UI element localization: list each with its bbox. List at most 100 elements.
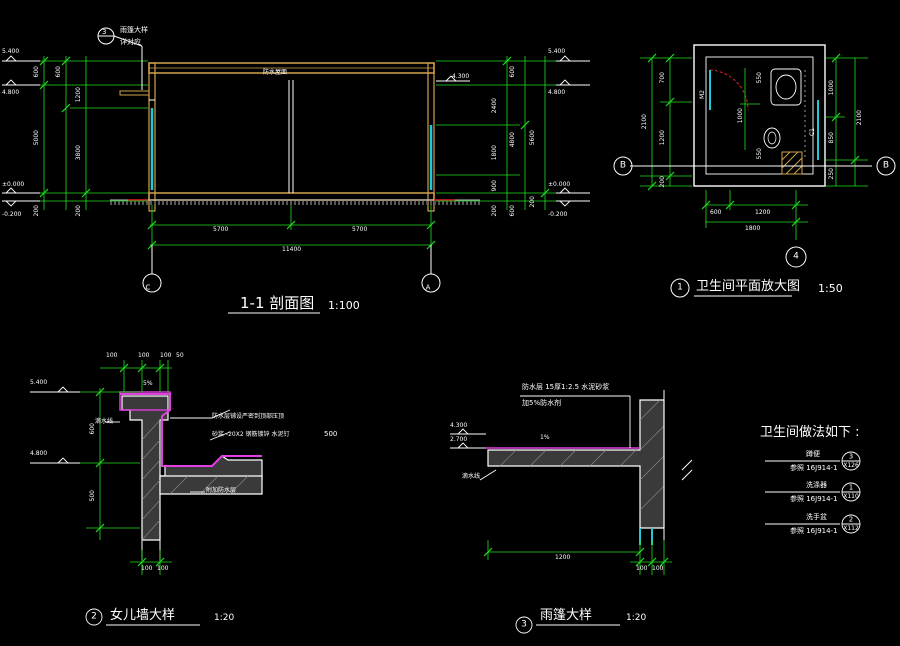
toilet-plan-drawing xyxy=(613,44,896,298)
plan-dim-bottom-1: 1200 xyxy=(755,209,771,216)
toilet-note-0-num: 3 xyxy=(848,452,854,461)
level-left-3: -0.200 xyxy=(2,211,22,218)
toilet-note-2-num: 2 xyxy=(848,515,854,524)
toilet-note-0-ref: 参照 16J914-1 xyxy=(790,464,838,472)
dim-right-inner-1: 2400 xyxy=(491,98,498,114)
axis-a: A xyxy=(425,283,431,292)
plan-axis-b-right: B xyxy=(882,160,890,171)
plan-dim-left-2: 200 xyxy=(659,176,666,188)
axis-c: C xyxy=(145,283,151,292)
dim-right-outer-3: 200 xyxy=(529,196,536,208)
parapet-top-dim-1: 100 xyxy=(138,352,150,359)
section-title: 1-1 剖面图 xyxy=(240,294,315,312)
dim-right-inner-0: 600 xyxy=(509,66,516,78)
level-right-1: 4.800 xyxy=(548,89,566,96)
dim-total: 11400 xyxy=(282,246,302,253)
dim-bottom-1: 5700 xyxy=(352,226,368,233)
dim-right-inner-2: 1800 xyxy=(491,145,498,161)
plan-window-label: C1 xyxy=(809,128,816,137)
toilet-note-1-page: X110 xyxy=(843,493,859,500)
section-callout-line2: 详对应 xyxy=(120,38,141,46)
canopy-drip-label: 滴水线 xyxy=(462,473,481,480)
level-right-2: ±0.000 xyxy=(548,181,571,188)
toilet-note-1-ref: 参照 16J914-1 xyxy=(790,495,838,503)
parapet-bottom-dim-0: 100 xyxy=(141,565,153,572)
level-left-1: 4.800 xyxy=(2,89,20,96)
plan-dim-bottom-0: 600 xyxy=(710,209,722,216)
parapet-scale: 1:20 xyxy=(214,613,235,623)
plan-dim-right-outer: 2100 xyxy=(856,110,863,126)
level-canopy: 4.300 xyxy=(452,73,470,80)
parapet-callout-num: 2 xyxy=(91,611,97,622)
plan-title: 卫生间平面放大图 xyxy=(696,279,801,294)
dim-left-inner-2: 3800 xyxy=(75,145,82,161)
parapet-note-2-value: 500 xyxy=(324,430,338,438)
toilet-note-1-name: 洗涤器 xyxy=(806,481,827,489)
plan-dim-right-2: 250 xyxy=(828,168,835,180)
level-left-0: 5.400 xyxy=(2,48,20,55)
plan-fixture-dim-0: 550 xyxy=(756,72,763,84)
dim-bottom-0: 5700 xyxy=(213,226,229,233)
parapet-top-dim-0: 100 xyxy=(106,352,118,359)
parapet-slope: 5% xyxy=(143,380,153,387)
canopy-level-0: 4.300 xyxy=(450,422,468,429)
plan-dim-left-0: 700 xyxy=(659,72,666,84)
dim-left-inner-1: 1200 xyxy=(75,87,82,103)
canopy-slope: 1% xyxy=(540,434,550,441)
plan-fixture-dim-1: 1000 xyxy=(737,108,744,124)
canopy-scale: 1:20 xyxy=(626,613,647,623)
toilet-note-0-name: 蹲便 xyxy=(806,450,820,458)
plan-dim-right-0: 1000 xyxy=(828,80,835,96)
canopy-level-1: 2.700 xyxy=(450,436,468,443)
parapet-note-2: 砂浆 -20X2 钢筋镀锌 水泥钉 xyxy=(212,431,290,438)
toilet-note-2-name: 洗手盆 xyxy=(806,513,827,521)
canopy-note-1: 防水层 15厚1:2.5 水泥砂浆 xyxy=(522,383,610,391)
parapet-level-0: 5.400 xyxy=(30,379,48,386)
canopy-detail-drawing xyxy=(450,390,693,634)
plan-dim-right-1: 850 xyxy=(828,132,835,144)
toilet-note-2-page: X112 xyxy=(843,525,859,532)
canopy-callout-num: 3 xyxy=(521,619,527,630)
dim-left-outer-2: 200 xyxy=(33,205,40,217)
parapet-note-3: 附加防水层 xyxy=(206,487,237,494)
dim-right-inner-4: 200 xyxy=(491,205,498,217)
parapet-level-1: 4.800 xyxy=(30,450,48,457)
toilet-notes-lines xyxy=(765,451,861,534)
plan-fixture-dim-2: 550 xyxy=(756,148,763,160)
section-roof-label: 防水屋面 xyxy=(263,69,288,76)
plan-door-label: M2 xyxy=(699,90,706,99)
toilet-notes-heading: 卫生间做法如下 : xyxy=(760,425,860,440)
canopy-bottom-dim-1: 100 xyxy=(652,565,664,572)
level-right-0: 5.400 xyxy=(548,48,566,55)
plan-scale: 1:50 xyxy=(818,282,843,295)
plan-axis-b-left: B xyxy=(619,160,627,171)
canopy-bottom-dim-0: 100 xyxy=(636,565,648,572)
dim-left-inner-3: 200 xyxy=(75,205,82,217)
canopy-dim-width: 1200 xyxy=(555,554,571,561)
canopy-note-2: 加5%防水剂 xyxy=(522,399,562,407)
plan-dim-left-outer: 2100 xyxy=(641,114,648,130)
dim-right-outer-0: 600 xyxy=(509,205,516,217)
dim-left-outer-1: 5000 xyxy=(33,130,40,146)
section-scale: 1:100 xyxy=(328,299,360,312)
dim-right-inner-3: 900 xyxy=(491,180,498,192)
parapet-drip-label: 滴水线 xyxy=(95,418,114,425)
parapet-bottom-dim-1: 100 xyxy=(157,565,169,572)
plan-callout-num: 1 xyxy=(677,282,683,293)
parapet-detail-drawing xyxy=(30,360,263,626)
canopy-title: 雨篷大样 xyxy=(540,608,593,623)
parapet-dim-side-1: 500 xyxy=(89,490,96,502)
level-right-3: -0.200 xyxy=(548,211,568,218)
section-callout-line1: 雨篷大样 xyxy=(120,26,148,34)
plan-axis-4: 4 xyxy=(793,251,799,262)
dim-left-inner-0: 600 xyxy=(55,66,62,78)
parapet-note-1: 防水层铺设严密到顶部压顶 xyxy=(212,413,285,420)
parapet-top-dim-2: 100 xyxy=(160,352,172,359)
parapet-title: 女儿墙大样 xyxy=(110,608,176,623)
section-1-1-drawing xyxy=(2,27,590,314)
toilet-note-1-num: 1 xyxy=(848,483,854,492)
dim-left-outer-0: 600 xyxy=(33,66,40,78)
parapet-top-dim-3: 50 xyxy=(176,352,184,359)
